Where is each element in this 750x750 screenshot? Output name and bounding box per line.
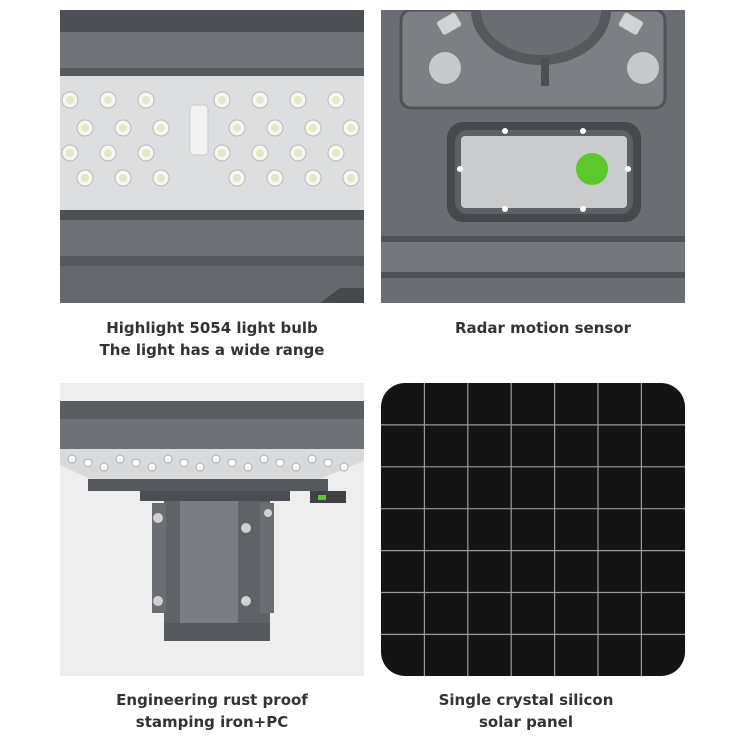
led-phosphor — [309, 124, 317, 132]
led-phosphor — [233, 124, 241, 132]
solar-panel-photo — [381, 383, 685, 676]
led-phosphor — [256, 149, 264, 157]
mounting-bracket-caption: Engineering rust proof stamping iron+PC — [47, 689, 377, 733]
led-phosphor — [119, 124, 127, 132]
caption-line: Highlight 5054 light bulb — [106, 319, 318, 337]
led-chip — [211, 454, 221, 464]
caption-line: solar panel — [479, 713, 573, 731]
led-phosphor — [233, 174, 241, 182]
led-module-caption: Highlight 5054 light bulb The light has … — [47, 317, 377, 361]
led-phosphor — [142, 96, 150, 104]
led-phosphor — [119, 174, 127, 182]
led-phosphor — [218, 96, 226, 104]
led-phosphor — [309, 174, 317, 182]
led-phosphor — [81, 174, 89, 182]
led-chip — [259, 454, 269, 464]
led-chip — [243, 462, 253, 472]
caption-line: Single crystal silicon — [438, 691, 614, 709]
led-phosphor — [294, 96, 302, 104]
led-module-photo — [60, 10, 364, 303]
led-chip — [131, 458, 141, 468]
led-chip — [115, 454, 125, 464]
led-chip — [323, 458, 333, 468]
caption-line: Radar motion sensor — [454, 319, 631, 337]
solar-cell-grid — [381, 383, 685, 676]
led-chip — [163, 454, 173, 464]
led-phosphor — [104, 149, 112, 157]
led-chip — [67, 454, 77, 464]
led-phosphor — [81, 124, 89, 132]
led-phosphor — [347, 124, 355, 132]
led-chip — [195, 462, 205, 472]
led-chip — [147, 462, 157, 472]
solar-panel-caption: Single crystal silicon solar panel — [361, 689, 691, 733]
led-phosphor — [271, 124, 279, 132]
led-phosphor — [218, 149, 226, 157]
led-phosphor — [157, 124, 165, 132]
led-chip — [291, 462, 301, 472]
led-phosphor — [271, 174, 279, 182]
led-chip — [99, 462, 109, 472]
led-phosphor — [294, 149, 302, 157]
caption-line: stamping iron+PC — [135, 713, 289, 731]
led-phosphor — [66, 96, 74, 104]
led-phosphor — [66, 149, 74, 157]
led-phosphor — [157, 174, 165, 182]
led-row — [67, 454, 349, 472]
led-phosphor — [332, 96, 340, 104]
led-phosphor — [347, 174, 355, 182]
led-phosphor — [104, 96, 112, 104]
caption-line: The light has a wide range — [99, 341, 325, 359]
led-chip — [83, 458, 93, 468]
led-chip — [227, 458, 237, 468]
led-phosphor — [142, 149, 150, 157]
led-grid — [61, 91, 360, 187]
radar-sensor-caption: Radar motion sensor — [378, 317, 708, 339]
led-chip — [179, 458, 189, 468]
led-phosphor — [256, 96, 264, 104]
led-phosphor — [332, 149, 340, 157]
mounting-bracket-photo — [60, 383, 364, 676]
led-chip — [275, 458, 285, 468]
caption-line: Engineering rust proof — [116, 691, 308, 709]
led-chip — [339, 462, 349, 472]
radar-sensor-photo — [381, 10, 685, 303]
led-chip — [307, 454, 317, 464]
